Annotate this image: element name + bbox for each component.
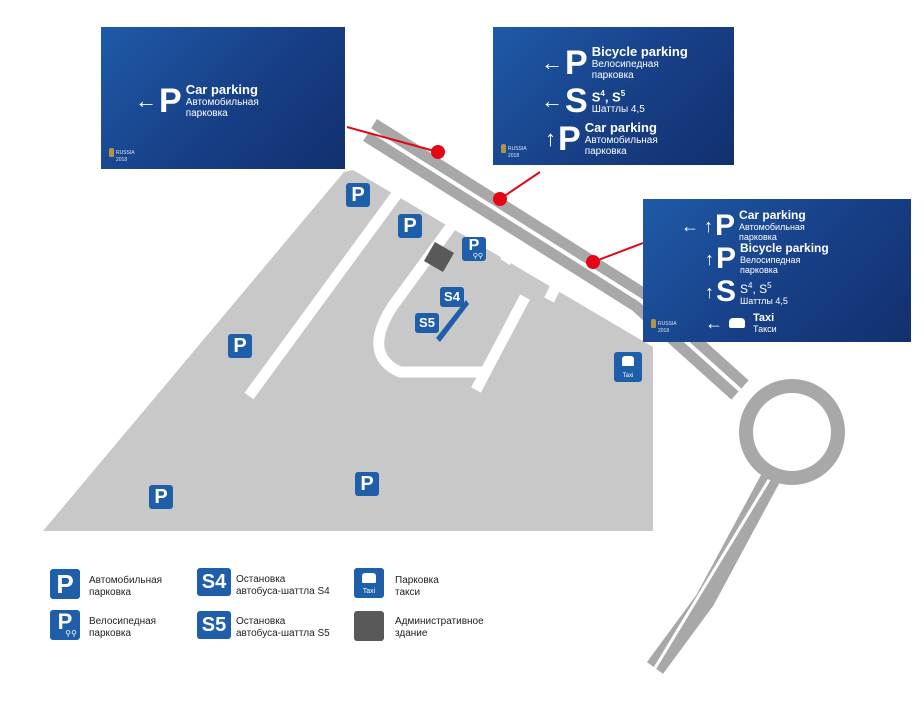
shuttle-stop-s4-icon: S4	[440, 287, 464, 307]
shuttle-stop-strip	[436, 300, 469, 342]
arrow-up-icon: ↑	[705, 282, 714, 302]
arrow-left-icon: ←	[705, 313, 723, 333]
sign-markers	[346, 126, 644, 263]
sign-label-en: Bicycle parking	[591, 44, 688, 59]
sign-label-en: Car parking	[584, 120, 657, 135]
arrow-left-icon: ←	[541, 50, 563, 75]
legend-stop-s5-icon: S5	[197, 611, 231, 639]
parking-p-icon: P	[715, 208, 736, 242]
legend-bicycle-parking-icon: P ⚲⚲	[50, 610, 80, 640]
shuttle-loop-road	[373, 221, 482, 378]
legend-taxi-icon: Taxi	[354, 568, 384, 598]
parking-icon: P	[398, 214, 422, 238]
shuttle-s-icon: S	[565, 82, 588, 120]
sign-marker-3	[586, 255, 600, 269]
arrow-left-up-icon: ← ↑	[681, 215, 714, 236]
legend-admin-building-icon	[354, 611, 384, 641]
legend-stop-s4-icon: S4	[197, 568, 231, 596]
sign-directions-right: ← ↑ P Car parking Автомобильная парковка…	[643, 199, 911, 342]
sign-label-ru: Автомобильная	[584, 135, 658, 146]
sign-label-en: Bicycle parking	[740, 241, 829, 255]
parking-p-icon: P	[159, 82, 182, 120]
arrow-left-icon: ←	[541, 88, 563, 113]
sign-label-ru: Велосипедная	[591, 59, 659, 70]
sign-car-parking: ← P Car parking Автомобильная парковка R…	[101, 27, 345, 169]
sign-label-en: S4, S5	[740, 280, 772, 296]
bicycle-icon: ⚲⚲	[65, 629, 77, 638]
taxi-icon: Taxi	[614, 352, 642, 382]
sign-label-ru: парковка	[740, 265, 778, 275]
sign-label-ru: парковка	[584, 146, 627, 157]
sign-label-ru: Велосипедная	[740, 255, 801, 265]
sign-label-en: Car parking	[185, 82, 258, 97]
sign-label-ru: Автомобильная	[739, 222, 805, 232]
taxi-car-icon	[622, 356, 634, 366]
parking-icon: P	[149, 485, 173, 509]
internal-lanes	[244, 179, 560, 400]
parking-icon: P	[346, 183, 370, 207]
sign-label-ru: парковка	[739, 232, 777, 242]
parking-icon: P	[355, 472, 379, 496]
parking-p-icon: P	[565, 44, 588, 82]
sign-directions-middle: ← P Bicycle parking Велосипедная парковк…	[493, 27, 734, 165]
sign-label-en: Car parking	[739, 208, 806, 222]
sign-label-ru: парковка	[591, 70, 634, 81]
sign-label-ru: парковка	[185, 108, 228, 119]
arrow-up-icon: ↑	[545, 126, 556, 151]
access-road	[363, 118, 784, 674]
shuttle-s-icon: S	[716, 275, 737, 308]
sign-label-ru: Шаттлы 4,5	[591, 104, 645, 116]
parking-lot-area	[43, 170, 653, 531]
taxi-car-icon	[729, 318, 745, 328]
roundabout	[739, 379, 845, 485]
sign-marker-1	[431, 145, 445, 159]
sign-label-ru: Шаттлы 4,5	[740, 295, 788, 306]
sign-label-en: Taxi	[753, 312, 775, 324]
parking-p-icon: P	[716, 241, 737, 275]
bicycle-parking-icon: P ⚲⚲	[462, 237, 486, 261]
parking-icon: P	[228, 334, 252, 358]
parking-p-icon: P	[558, 120, 581, 158]
administrative-building	[423, 241, 455, 273]
legend-car-parking-icon: P	[50, 569, 80, 599]
sign-label-en: S4, S5	[591, 88, 626, 105]
sign-label-ru: Такси	[753, 324, 777, 334]
shuttle-stop-s5-icon: S5	[415, 313, 439, 333]
sign-label-ru: Автомобильная	[185, 97, 259, 108]
arrow-up-icon: ↑	[705, 248, 714, 269]
taxi-car-icon	[362, 573, 376, 583]
arrow-left-icon: ←	[135, 88, 157, 113]
sign-marker-2	[493, 192, 507, 206]
